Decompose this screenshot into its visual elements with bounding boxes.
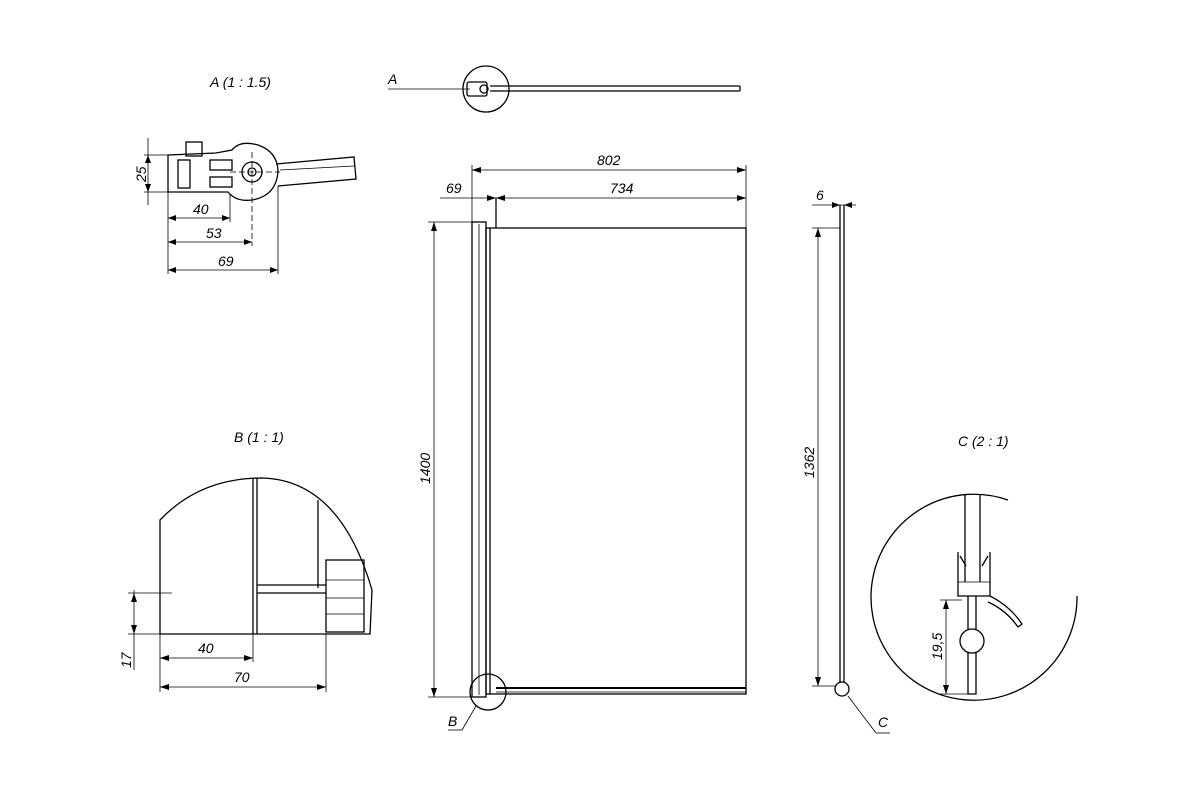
detail-a: A (1 : 1.5) 25 40 53 <box>133 74 357 274</box>
dim-a-53: 53 <box>206 225 222 241</box>
dim-main-802: 802 <box>597 152 621 168</box>
dim-b-17: 17 <box>118 651 134 668</box>
dim-a-69: 69 <box>218 253 234 269</box>
callout-c-circle <box>834 681 850 697</box>
detail-a-title: A (1 : 1.5) <box>209 74 271 90</box>
dim-side-6: 6 <box>816 187 824 203</box>
dim-main-734: 734 <box>610 180 634 196</box>
callout-b-label: B <box>448 713 457 729</box>
dim-main-69: 69 <box>446 180 462 196</box>
side-view: C 6 1362 <box>801 187 890 734</box>
dim-side-1362: 1362 <box>801 447 817 478</box>
dim-main-1400: 1400 <box>417 453 433 484</box>
front-view: B 802 69 734 1400 <box>417 152 747 731</box>
callout-a-label: A <box>387 71 397 87</box>
detail-b-seal <box>325 559 365 633</box>
detail-c: C (2 : 1) 19,5 <box>870 433 1078 701</box>
callout-b-circle <box>469 673 507 711</box>
dim-a-25: 25 <box>133 166 149 183</box>
top-view: A <box>387 65 741 113</box>
detail-c-bulb <box>959 628 985 654</box>
detail-c-title: C (2 : 1) <box>958 433 1009 449</box>
detail-c-boundary <box>870 493 1078 701</box>
detail-b-boundary <box>159 477 373 635</box>
dim-b-40: 40 <box>198 640 214 656</box>
hinge-slot <box>177 159 191 189</box>
detail-b: B (1 : 1) 17 40 70 <box>118 429 373 692</box>
dim-a-40: 40 <box>193 201 209 217</box>
callout-a-circle <box>462 65 510 113</box>
dim-b-70: 70 <box>234 669 250 685</box>
glass-panel <box>485 227 747 695</box>
detail-b-title: B (1 : 1) <box>234 429 284 445</box>
dim-c-19-5: 19,5 <box>929 633 945 660</box>
callout-c-label: C <box>878 714 889 730</box>
